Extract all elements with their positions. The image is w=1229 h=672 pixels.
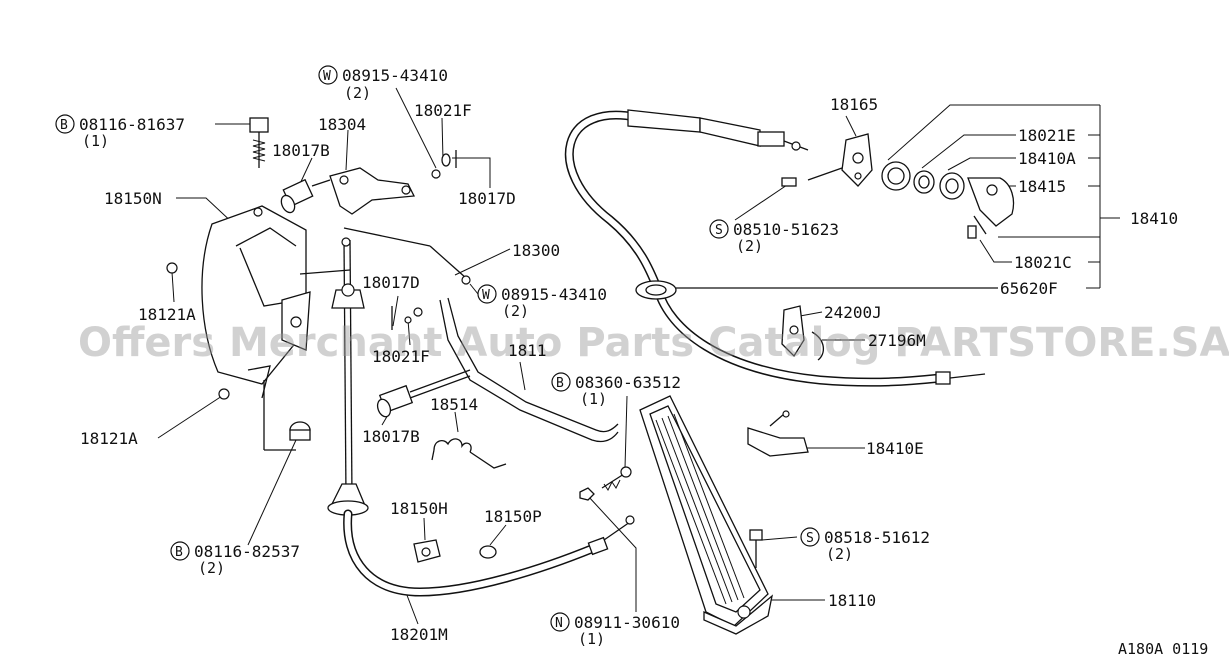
fastener-b-top: B 08116-81637 (1) xyxy=(55,114,185,150)
label-18021E: 18021E xyxy=(1018,126,1076,145)
fastener-n-low-prefix: N xyxy=(555,616,563,631)
fastener-b-top-qty: (1) xyxy=(82,132,109,150)
fastener-s-top-prefix: S xyxy=(715,223,723,238)
label-18410E: 18410E xyxy=(866,439,924,458)
part-labels: 18150N 18304 18017B 18021F 18017D 18300 … xyxy=(80,95,1178,644)
fastener-n-low: N 08911-30610 (1) xyxy=(550,612,680,648)
bracket-18165 xyxy=(781,133,873,187)
fastener-n-low-number: 08911-30610 xyxy=(574,613,680,632)
label-18121A-left: 18121A xyxy=(138,305,196,324)
fastener-w-mid-number: 08915-43410 xyxy=(501,285,607,304)
accelerator-cable xyxy=(564,109,986,387)
diagram-code: A180A 0119 xyxy=(1118,640,1208,658)
label-18201M: 18201M xyxy=(390,625,448,644)
fastener-s-top: S 08510-51623 (2) xyxy=(709,219,839,255)
label-18150N: 18150N xyxy=(104,189,162,208)
label-18165: 18165 xyxy=(830,95,878,114)
label-18150H: 18150H xyxy=(390,499,448,518)
leader-lines xyxy=(157,87,1120,625)
label-18017D-top: 18017D xyxy=(458,189,516,208)
label-18121A-low: 18121A xyxy=(80,429,138,448)
label-18514: 18514 xyxy=(430,395,478,414)
label-18017B-top: 18017B xyxy=(272,141,330,160)
bracket-18410E xyxy=(747,410,809,457)
label-18410A: 18410A xyxy=(1018,149,1076,168)
label-18021F-top: 18021F xyxy=(414,101,472,120)
clip-24200J xyxy=(781,305,824,361)
label-18110: 18110 xyxy=(828,591,876,610)
fastener-b-low: B 08116-82537 (2) xyxy=(170,541,300,577)
pedal-bracket-18150N xyxy=(166,117,311,451)
fastener-b-mid-prefix: B xyxy=(556,376,564,391)
label-65620F: 65620F xyxy=(1000,279,1058,298)
fastener-b-top-number: 08116-81637 xyxy=(79,115,185,134)
watermark: Offers Merchant Auto Parts Catalog PARTS… xyxy=(78,320,1229,366)
label-24200J: 24200J xyxy=(824,303,882,322)
bolt-08360 xyxy=(579,466,632,501)
fastener-b-low-qty: (2) xyxy=(198,559,225,577)
fastener-b-top-prefix: B xyxy=(60,118,68,133)
label-18300: 18300 xyxy=(512,241,560,260)
fastener-s-low-qty: (2) xyxy=(826,545,853,563)
fastener-w-mid-prefix: W xyxy=(482,288,490,303)
label-1811-rod: 1811 xyxy=(508,341,547,360)
label-18017D-mid: 18017D xyxy=(362,273,420,292)
label-18021F-mid: 18021F xyxy=(372,347,430,366)
clip-18150H xyxy=(413,539,441,563)
fastener-b-mid: B 08360-63512 (1) xyxy=(551,372,681,408)
label-18021C: 18021C xyxy=(1014,253,1072,272)
lower-cable-18201M xyxy=(327,483,635,597)
label-18150P: 18150P xyxy=(484,507,542,526)
fastener-b-mid-qty: (1) xyxy=(580,390,607,408)
fastener-w-top: W 08915-43410 (2) xyxy=(318,65,448,102)
fastener-s-low-number: 08518-51612 xyxy=(824,528,930,547)
ring-18150P xyxy=(479,545,497,559)
fastener-w-top-number: 08915-43410 xyxy=(342,66,448,85)
label-27196M: 27196M xyxy=(868,331,926,350)
fastener-s-low-prefix: S xyxy=(806,531,814,546)
fastener-s-top-number: 08510-51623 xyxy=(733,220,839,239)
fastener-s-top-qty: (2) xyxy=(736,237,763,255)
fastener-s-low: S 08518-51612 (2) xyxy=(800,527,930,563)
fastener-w-top-qty: (2) xyxy=(344,84,371,102)
fastener-b-mid-number: 08360-63512 xyxy=(575,373,681,392)
fastener-n-low-qty: (1) xyxy=(578,630,605,648)
rod-18300 xyxy=(299,227,471,285)
fastener-w-top-prefix: W xyxy=(323,69,331,84)
fastener-b-low-prefix: B xyxy=(175,545,183,560)
fastener-w-mid-qty: (2) xyxy=(502,302,529,320)
fastener-b-low-number: 08116-82537 xyxy=(194,542,300,561)
accelerator-pedal-18110 xyxy=(639,395,773,635)
label-18410: 18410 xyxy=(1130,209,1178,228)
lever-18304 xyxy=(280,150,457,215)
fastener-w-mid: W 08915-43410 (2) xyxy=(477,284,607,320)
label-18017B-low: 18017B xyxy=(362,427,420,446)
vertical-rod xyxy=(331,237,365,499)
cable-end-assembly xyxy=(881,161,1015,239)
label-18304: 18304 xyxy=(318,115,366,134)
label-18415: 18415 xyxy=(1018,177,1066,196)
mid-components xyxy=(376,297,619,469)
